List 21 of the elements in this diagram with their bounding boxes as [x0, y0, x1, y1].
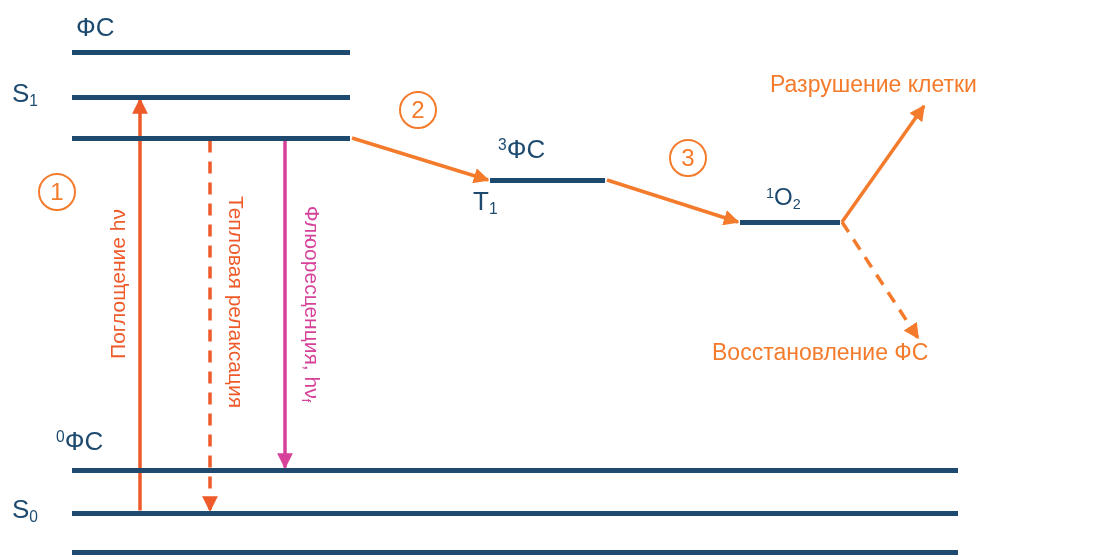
state-label: ФС	[76, 14, 115, 40]
state-label: S$_{0}$	[12, 496, 39, 522]
edge-label: Тепловая релаксация	[225, 196, 247, 408]
arrow	[277, 140, 293, 470]
arrow	[351, 136, 490, 184]
state-label: T$_{1}$	[473, 188, 498, 214]
step-number: 3	[669, 139, 707, 177]
step-number: 2	[399, 91, 437, 129]
arrow	[606, 178, 740, 226]
arrow	[840, 221, 920, 340]
outcome-text: Восстановление ФС	[712, 338, 1042, 374]
arrow	[202, 140, 218, 513]
outcome-text: Разрушение клетки	[770, 70, 1094, 106]
arrow	[132, 97, 148, 511]
state-label: $^{1}$O$_{2}$	[766, 185, 801, 209]
state-label: S$_{1}$	[12, 80, 39, 106]
arrow	[840, 104, 926, 223]
state-label: $^{3}$ФС	[498, 136, 546, 162]
edge-label: Поглощение hν	[106, 209, 128, 359]
state-label: $^{0}$ФС	[56, 428, 104, 454]
step-number: 1	[38, 173, 76, 211]
